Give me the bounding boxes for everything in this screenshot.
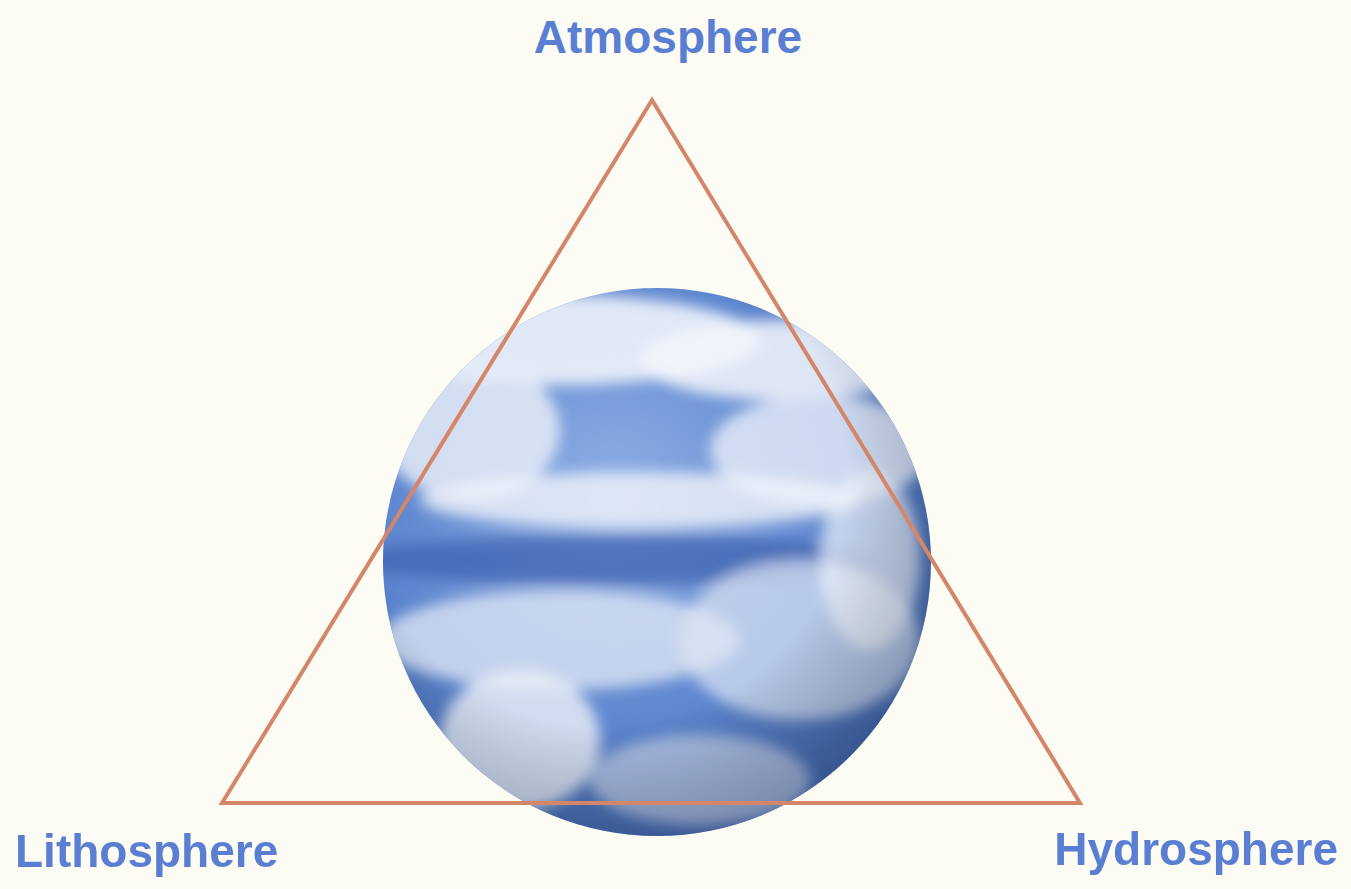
- sphere-label: Lithosphere: [15, 828, 278, 874]
- triangle: [222, 100, 1080, 803]
- globe: [360, 288, 931, 836]
- sphere-label: Hydrosphere: [1054, 826, 1338, 872]
- sphere-label: Atmosphere: [534, 14, 802, 60]
